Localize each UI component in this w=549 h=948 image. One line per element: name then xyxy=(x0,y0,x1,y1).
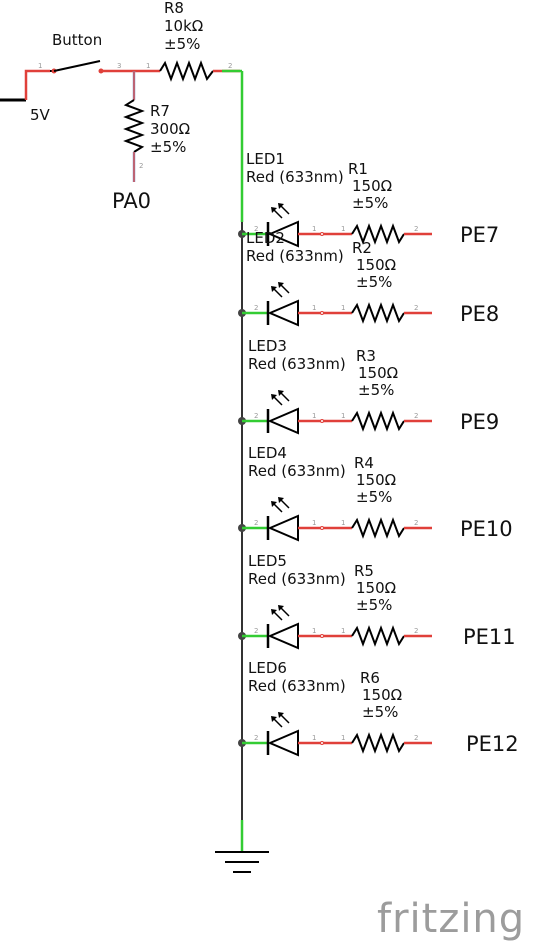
led-color: Red (633nm) xyxy=(248,570,346,588)
resistor-name: R4 xyxy=(354,454,374,472)
svg-text:1: 1 xyxy=(312,519,316,527)
svg-text:1: 1 xyxy=(146,62,150,70)
button-label: Button xyxy=(52,31,102,49)
resistor-r7: R7 300Ω ±5% 2 PA0 xyxy=(112,71,190,213)
resistor-value: 150Ω xyxy=(362,686,402,704)
svg-text:3: 3 xyxy=(117,62,121,70)
led-name: LED6 xyxy=(248,659,287,677)
svg-text:2: 2 xyxy=(414,304,418,312)
svg-text:1: 1 xyxy=(312,627,316,635)
resistor-value: 150Ω xyxy=(352,177,392,195)
resistor-symbol xyxy=(351,223,405,245)
r7-tolerance: ±5% xyxy=(150,138,186,156)
r8-tolerance: ±5% xyxy=(164,35,200,53)
resistor-tolerance: ±5% xyxy=(356,596,392,614)
svg-text:2: 2 xyxy=(254,304,258,312)
svg-text:2: 2 xyxy=(414,734,418,742)
resistor-symbol xyxy=(351,517,405,539)
svg-text:2: 2 xyxy=(254,519,258,527)
svg-text:2: 2 xyxy=(139,162,143,170)
resistor-name: R6 xyxy=(360,669,380,687)
r7-value: 300Ω xyxy=(150,120,190,138)
svg-text:2: 2 xyxy=(228,62,232,70)
svg-text:2: 2 xyxy=(254,225,258,233)
resistor-r8: 1 2 R8 10kΩ ±5% xyxy=(146,0,242,82)
net-label: PE7 xyxy=(460,223,499,247)
led-color: Red (633nm) xyxy=(248,677,346,695)
svg-text:1: 1 xyxy=(341,519,345,527)
svg-text:2: 2 xyxy=(254,734,258,742)
svg-text:1: 1 xyxy=(312,734,316,742)
resistor-symbol xyxy=(351,410,405,432)
led-color: Red (633nm) xyxy=(248,462,346,480)
resistor-value: 150Ω xyxy=(358,364,398,382)
svg-text:2: 2 xyxy=(414,519,418,527)
led-body xyxy=(267,622,299,650)
svg-text:2: 2 xyxy=(414,412,418,420)
led-color: Red (633nm) xyxy=(248,355,346,373)
net-label: PE11 xyxy=(463,625,516,649)
svg-text:1: 1 xyxy=(341,225,345,233)
resistor-tolerance: ±5% xyxy=(356,273,392,291)
svg-text:2: 2 xyxy=(414,225,418,233)
svg-text:1: 1 xyxy=(312,304,316,312)
svg-text:2: 2 xyxy=(254,627,258,635)
r8-value: 10kΩ xyxy=(164,17,203,35)
resistor-name: R3 xyxy=(356,347,376,365)
net-label: PE8 xyxy=(460,302,499,326)
svg-text:2: 2 xyxy=(254,412,258,420)
fritzing-logo: fritzing xyxy=(377,896,525,942)
led-name: LED3 xyxy=(248,337,287,355)
resistor-value: 150Ω xyxy=(356,579,396,597)
led-name: LED4 xyxy=(248,444,287,462)
led-color: Red (633nm) xyxy=(246,247,344,265)
r8-name: R8 xyxy=(164,0,184,17)
resistor-name: R2 xyxy=(352,239,372,257)
svg-text:1: 1 xyxy=(312,225,316,233)
svg-text:1: 1 xyxy=(341,412,345,420)
resistor-value: 150Ω xyxy=(356,256,396,274)
resistor-value: 150Ω xyxy=(356,471,396,489)
svg-text:2: 2 xyxy=(414,627,418,635)
resistor-tolerance: ±5% xyxy=(356,488,392,506)
r7-name: R7 xyxy=(150,102,170,120)
led-body xyxy=(267,729,299,757)
resistor-tolerance: ±5% xyxy=(358,381,394,399)
net-label: PE9 xyxy=(460,410,499,434)
resistor-name: R1 xyxy=(348,160,368,178)
svg-text:1: 1 xyxy=(312,412,316,420)
led-body xyxy=(267,514,299,542)
power-source-5v: 5V xyxy=(0,69,51,124)
net-label-pa0: PA0 xyxy=(112,189,151,213)
svg-text:1: 1 xyxy=(38,62,42,70)
net-label: PE12 xyxy=(466,732,519,756)
resistor-symbol xyxy=(351,302,405,324)
net-label: PE10 xyxy=(460,517,513,541)
led-body xyxy=(267,299,299,327)
source-label: 5V xyxy=(30,106,51,124)
resistor-symbol xyxy=(351,732,405,754)
led-name: LED1 xyxy=(246,150,285,168)
resistor-name: R5 xyxy=(354,562,374,580)
led-color: Red (633nm) xyxy=(246,168,344,186)
ground-symbol xyxy=(215,851,269,873)
resistor-tolerance: ±5% xyxy=(362,703,398,721)
led-body xyxy=(267,407,299,435)
resistor-symbol xyxy=(351,625,405,647)
led-name: LED2 xyxy=(246,229,285,247)
resistor-tolerance: ±5% xyxy=(352,194,388,212)
svg-text:1: 1 xyxy=(341,734,345,742)
svg-text:1: 1 xyxy=(341,304,345,312)
pushbutton-switch: Button 1 3 xyxy=(38,31,160,74)
svg-text:1: 1 xyxy=(341,627,345,635)
led-name: LED5 xyxy=(248,552,287,570)
